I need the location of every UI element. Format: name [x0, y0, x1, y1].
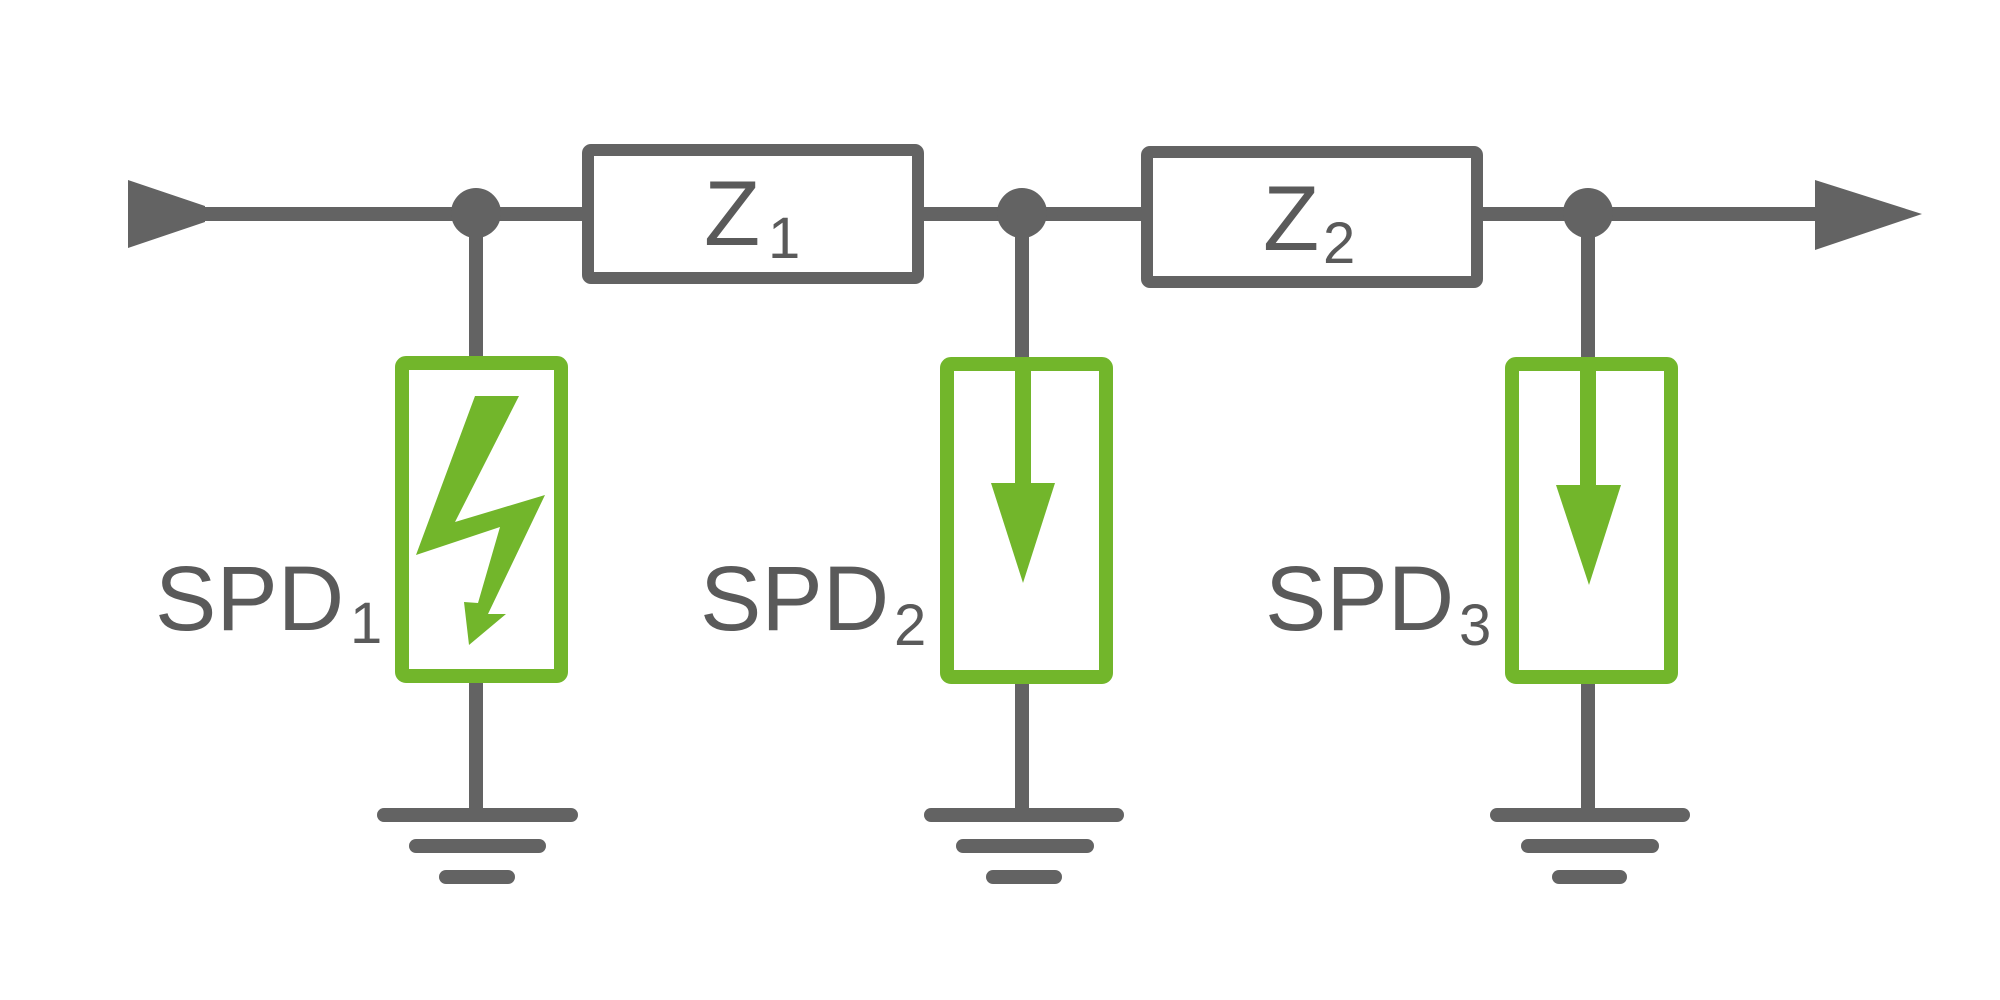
ground-icon — [924, 808, 1124, 884]
spd-3-branch: SPD 3 — [1265, 235, 1690, 884]
impedance-label: Z — [704, 163, 760, 265]
junction-node — [451, 188, 501, 238]
impedance-z1: Z 1 — [582, 144, 924, 284]
lightning-bolt-icon — [416, 396, 545, 645]
impedance-subscript: 2 — [1323, 211, 1355, 276]
spd-label: SPD — [700, 548, 889, 650]
spd-1-branch: SPD 1 — [155, 235, 578, 884]
ground-icon — [1490, 808, 1690, 884]
spd-label: SPD — [155, 548, 344, 650]
output-arrow-icon — [1815, 180, 1922, 250]
ground-icon — [377, 808, 578, 884]
junction-node — [997, 188, 1047, 238]
input-arrow-icon — [128, 180, 205, 248]
down-arrow-icon — [991, 370, 1055, 583]
impedance-box — [582, 144, 924, 284]
impedance-label: Z — [1263, 168, 1319, 270]
spd-subscript: 1 — [350, 591, 382, 656]
down-arrow-icon — [1556, 370, 1621, 585]
impedance-subscript: 1 — [768, 206, 800, 271]
spd-label: SPD — [1265, 548, 1454, 650]
spd-subscript: 3 — [1459, 593, 1491, 658]
impedance-box — [1141, 146, 1483, 288]
spd-2-branch: SPD 2 — [700, 235, 1124, 884]
junction-node — [1563, 188, 1613, 238]
impedance-z2: Z 2 — [1141, 146, 1483, 288]
spd-subscript: 2 — [894, 593, 926, 658]
